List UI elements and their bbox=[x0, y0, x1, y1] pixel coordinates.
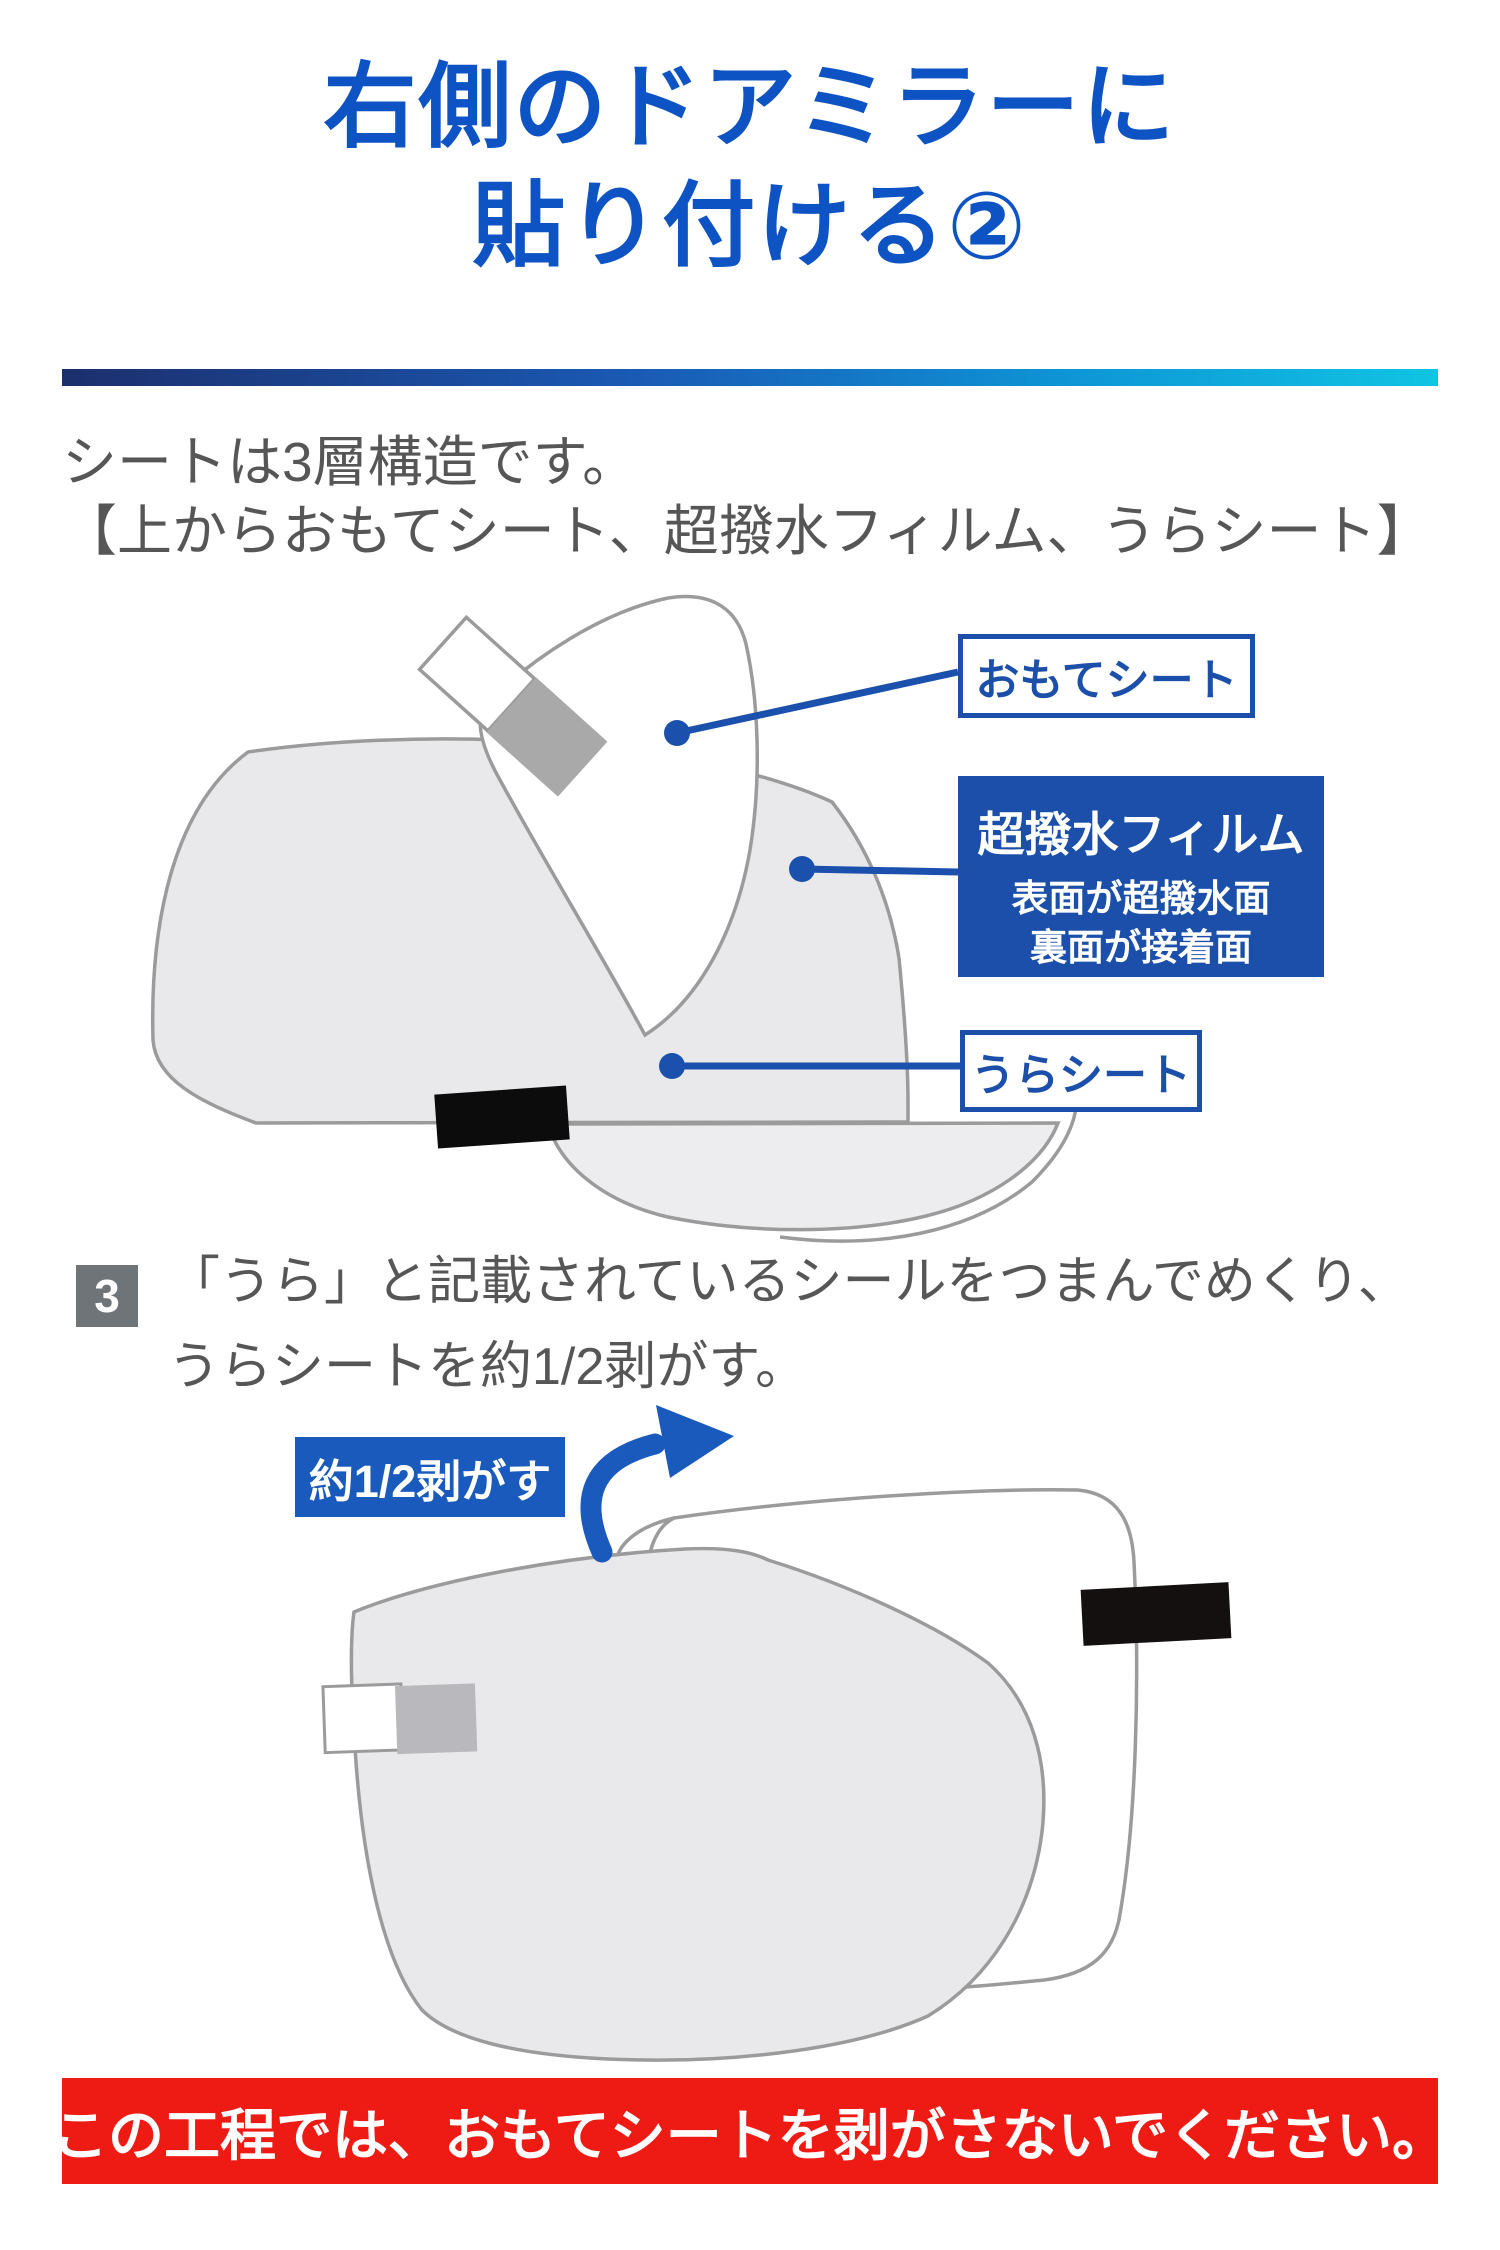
peel-amount-label: 約1/2剥がす bbox=[295, 1437, 565, 1517]
callout-dot-front-sheet bbox=[664, 720, 690, 746]
curved-arrow-icon bbox=[580, 1433, 666, 1563]
callout-back-sheet-label: うらシート bbox=[971, 1051, 1191, 1100]
callout-film-sub1: 表面が超撥水面 bbox=[1011, 878, 1271, 919]
intro-line2: 【上からおもてシート、超撥水フィルム、うらシート】 bbox=[62, 499, 1432, 562]
curved-arrow-head-icon bbox=[656, 1405, 734, 1478]
film-front-tab-white bbox=[321, 1682, 405, 1755]
callout-line-front-sheet bbox=[676, 668, 959, 737]
step-number-badge: 3 bbox=[76, 1265, 138, 1327]
step-instruction-line2: うらシートを約1/2剥がす。 bbox=[168, 1337, 808, 1396]
step-number: 3 bbox=[94, 1270, 120, 1322]
callout-film: 超撥水フィルム 表面が超撥水面 裏面が接着面 bbox=[958, 776, 1324, 977]
back-sheet-curl-line bbox=[779, 1107, 1078, 1243]
film-front-sheet-shape bbox=[349, 1546, 1046, 2062]
page-title-line1: 右側のドアミラーに bbox=[323, 55, 1177, 159]
peeled-black-tab bbox=[1080, 1582, 1232, 1646]
film-front-tab bbox=[321, 1682, 478, 1755]
front-sheet-tab-gray bbox=[486, 677, 608, 797]
page-title: 右側のドアミラーに 貼り付ける② bbox=[0, 48, 1500, 286]
step-instruction: 「うら」と記載されているシールをつまんでめくり、 うらシートを約1/2剥がす。 bbox=[168, 1240, 1468, 1410]
back-sheet-black-tab bbox=[434, 1085, 570, 1149]
callout-dot-film bbox=[789, 856, 815, 882]
intro-line1: シートは3層構造です。 bbox=[62, 431, 638, 493]
film-front-tab-gray bbox=[394, 1683, 478, 1755]
callout-dot-back-sheet bbox=[659, 1053, 685, 1079]
callout-front-sheet: おもてシート bbox=[958, 634, 1255, 718]
callout-film-sub2: 裏面が接着面 bbox=[1030, 926, 1252, 968]
step-instruction-line1: 「うら」と記載されているシールをつまんでめくり、 bbox=[168, 1253, 1410, 1311]
page-title-line2: 貼り付ける② bbox=[472, 174, 1028, 279]
warning-text: この工程では、おもてシートを剥がさないでください。 bbox=[51, 2103, 1449, 2167]
front-sheet-tab bbox=[417, 614, 608, 797]
front-sheet-tab-white bbox=[417, 614, 538, 734]
callout-film-title: 超撥水フィルム bbox=[977, 808, 1305, 861]
peel-amount-text: 約1/2剥がす bbox=[308, 1455, 552, 1507]
intro-text: シートは3層構造です。 【上からおもてシート、超撥水フィルム、うらシート】 bbox=[62, 428, 1462, 566]
callout-back-sheet: うらシート bbox=[960, 1030, 1202, 1112]
gradient-divider bbox=[62, 369, 1438, 386]
callout-line-film bbox=[801, 865, 959, 876]
warning-banner: この工程では、おもてシートを剥がさないでください。 bbox=[52, 2078, 1448, 2184]
callout-front-sheet-label: おもてシート bbox=[975, 656, 1238, 705]
back-sheet-flap bbox=[545, 1121, 1061, 1232]
